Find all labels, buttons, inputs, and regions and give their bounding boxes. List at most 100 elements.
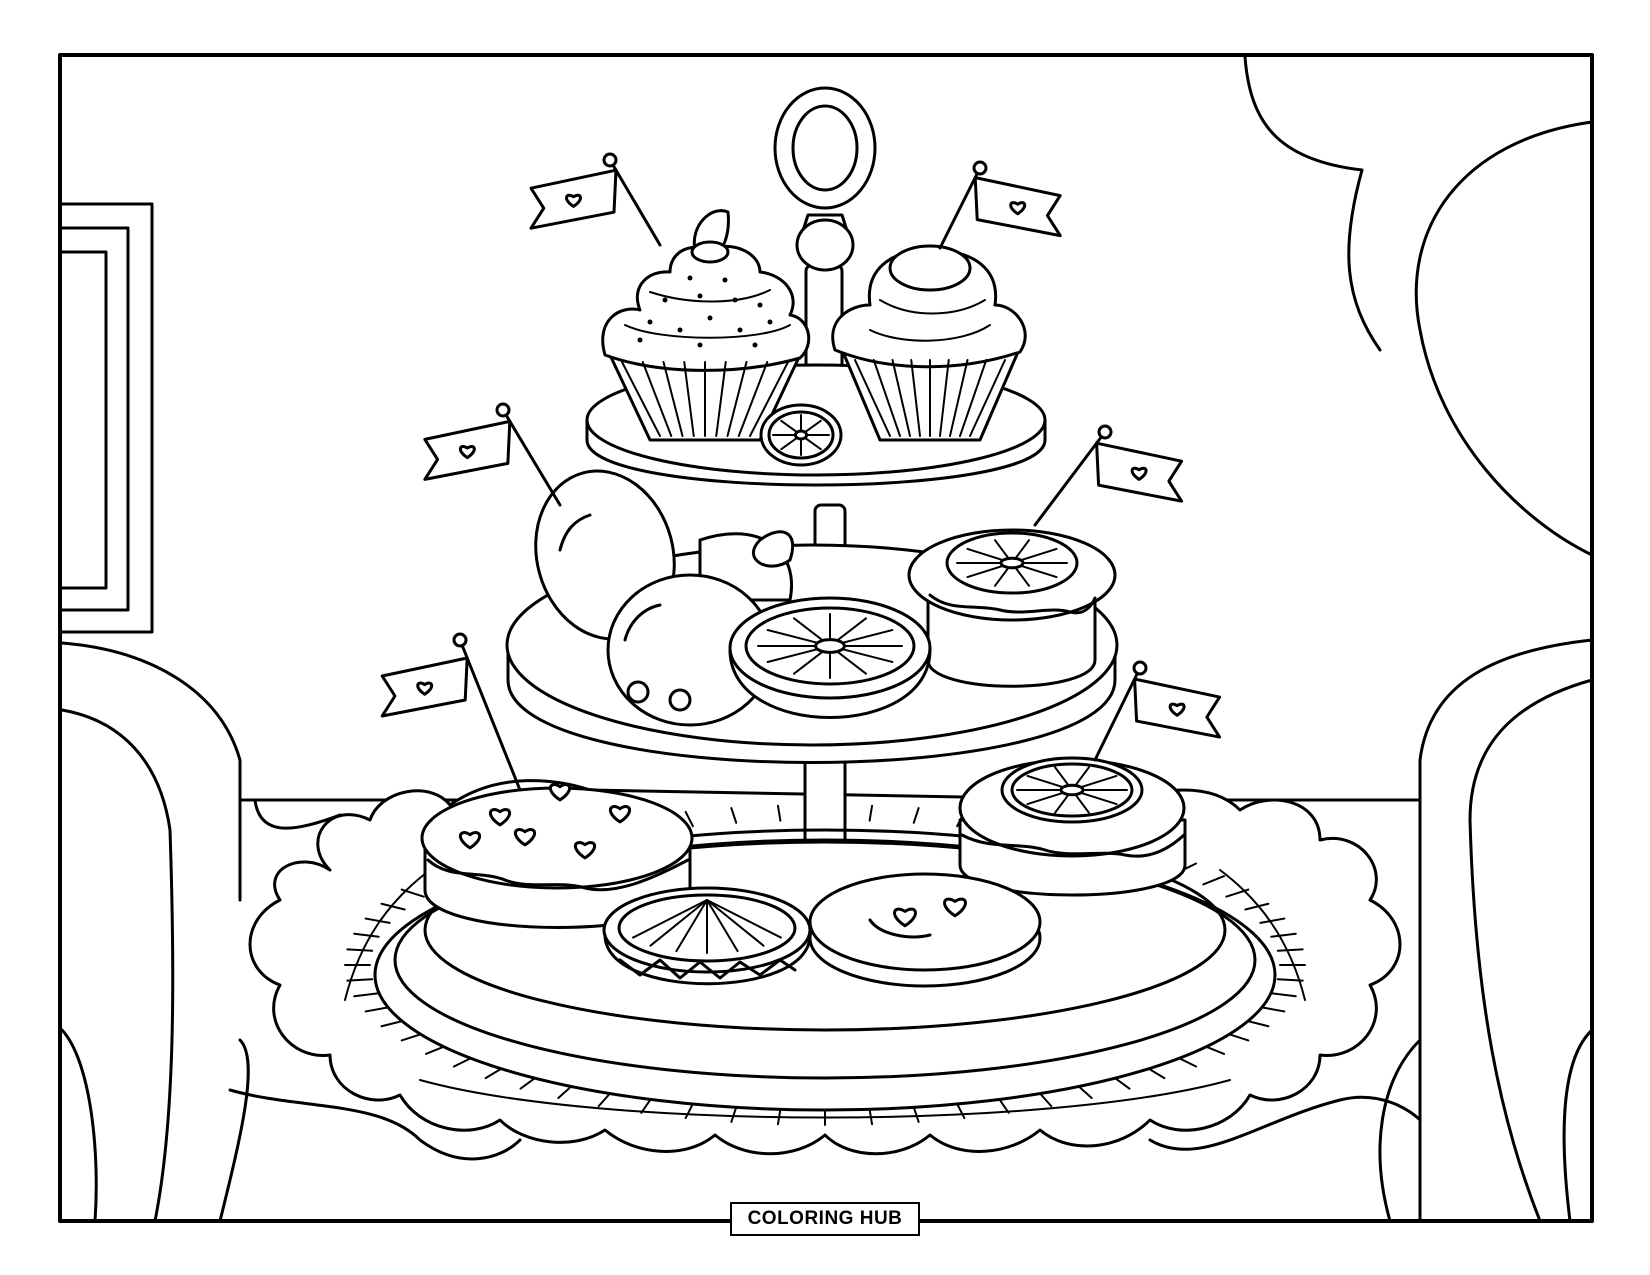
curtain bbox=[1245, 57, 1380, 350]
flag-icon bbox=[1035, 426, 1182, 525]
heart-icon bbox=[895, 909, 916, 926]
heart-icon bbox=[1170, 704, 1184, 715]
heart-icon bbox=[418, 683, 432, 694]
heart-icon bbox=[1011, 203, 1025, 214]
frosting-swirl bbox=[625, 325, 790, 338]
lace-tick bbox=[366, 919, 390, 923]
lace-tick bbox=[599, 1093, 611, 1106]
liner-line bbox=[684, 362, 694, 436]
heart-icon bbox=[1132, 468, 1146, 479]
liner-line bbox=[911, 360, 920, 436]
lemons bbox=[517, 455, 792, 725]
sprinkle bbox=[722, 277, 728, 283]
heart-icon bbox=[460, 446, 474, 457]
sprinkle bbox=[687, 275, 693, 281]
heart-icon bbox=[945, 899, 966, 916]
lace-tick bbox=[1271, 993, 1296, 996]
sprinkle bbox=[752, 342, 758, 348]
heart-icon bbox=[460, 833, 479, 848]
flag-icon bbox=[531, 154, 660, 245]
sprinkle bbox=[697, 342, 703, 348]
cupcake-details bbox=[622, 275, 1005, 437]
lace-tick bbox=[731, 808, 736, 823]
liner-line bbox=[893, 360, 911, 436]
stand-handle-ring bbox=[775, 88, 875, 270]
lace-tick bbox=[1260, 919, 1284, 923]
sprinkle bbox=[677, 327, 683, 333]
liner-line bbox=[622, 362, 660, 436]
lace-tick bbox=[354, 993, 379, 996]
liner-line bbox=[716, 362, 726, 436]
heart-icon bbox=[550, 785, 569, 800]
lace-tick bbox=[366, 1007, 390, 1011]
liner-line bbox=[940, 360, 949, 436]
armchair-left bbox=[62, 643, 240, 900]
liner-line bbox=[855, 360, 890, 436]
heart-icon bbox=[575, 843, 594, 858]
frosting-swirl bbox=[650, 290, 770, 302]
sprinkle bbox=[637, 337, 643, 343]
frosting-swirl bbox=[870, 325, 990, 341]
heart-icon bbox=[610, 807, 629, 822]
wall-picture-frame bbox=[62, 204, 152, 632]
citrus-slices bbox=[633, 415, 1127, 953]
heart-biscuit bbox=[810, 874, 1040, 986]
citrus-slice-icon bbox=[758, 614, 902, 678]
frosting-swirl bbox=[880, 300, 985, 314]
lace-tick bbox=[957, 1104, 964, 1118]
lace-tick bbox=[402, 890, 424, 897]
cupcake-left bbox=[603, 211, 809, 440]
sprinkle bbox=[737, 327, 743, 333]
sprinkle bbox=[647, 319, 653, 325]
liner-line bbox=[874, 360, 900, 436]
citrus-tart-right bbox=[960, 758, 1185, 895]
citrus-slice-icon bbox=[633, 900, 781, 953]
sprinkle bbox=[662, 297, 668, 303]
lace-tick bbox=[1203, 876, 1224, 884]
lace-tick bbox=[1226, 890, 1248, 897]
armchair-right bbox=[1416, 122, 1592, 555]
liner-line bbox=[739, 362, 768, 436]
lace-tick bbox=[731, 1107, 736, 1122]
liner-line bbox=[643, 362, 672, 436]
heart-icon bbox=[567, 195, 581, 206]
lace-tick bbox=[354, 934, 379, 937]
flag-icon bbox=[382, 634, 520, 790]
liner-line bbox=[950, 360, 968, 436]
lace-tick bbox=[1271, 934, 1296, 937]
liner-line bbox=[960, 360, 986, 436]
lace-tick bbox=[1278, 949, 1303, 950]
lace-tick bbox=[778, 806, 780, 821]
heart-icon bbox=[515, 830, 534, 845]
lace-tick bbox=[870, 1109, 872, 1124]
lace-tick bbox=[641, 1099, 651, 1113]
lace-tick bbox=[870, 806, 872, 821]
sprinkle bbox=[707, 315, 713, 321]
lace-tick bbox=[1260, 1007, 1284, 1011]
sprinkle bbox=[767, 319, 773, 325]
lace-pattern bbox=[345, 805, 1305, 1125]
heart-decorations bbox=[460, 785, 965, 926]
lace-tick bbox=[347, 979, 372, 980]
liner-line bbox=[728, 362, 747, 436]
lace-tick bbox=[914, 808, 919, 823]
citrus-slice-icon bbox=[1017, 767, 1127, 813]
lace-tick bbox=[1278, 979, 1303, 980]
flag-icon bbox=[1095, 662, 1220, 760]
sprinkle bbox=[697, 293, 703, 299]
lace-tick bbox=[382, 904, 405, 910]
citrus-slice-icon bbox=[957, 540, 1067, 586]
lace-tick bbox=[347, 949, 372, 950]
tart-stack-middle bbox=[909, 530, 1115, 686]
brand-label: COLORING HUB bbox=[730, 1202, 920, 1236]
liner-line bbox=[970, 360, 1005, 436]
lace-tick bbox=[686, 1104, 693, 1118]
flag-icon bbox=[425, 404, 560, 505]
sprinkle bbox=[757, 302, 763, 308]
flag-icon bbox=[940, 162, 1060, 248]
lace-tick bbox=[1245, 904, 1268, 910]
flag-picks bbox=[382, 154, 1219, 790]
citrus-slice-icon bbox=[773, 415, 829, 455]
lace-tick bbox=[686, 812, 693, 826]
